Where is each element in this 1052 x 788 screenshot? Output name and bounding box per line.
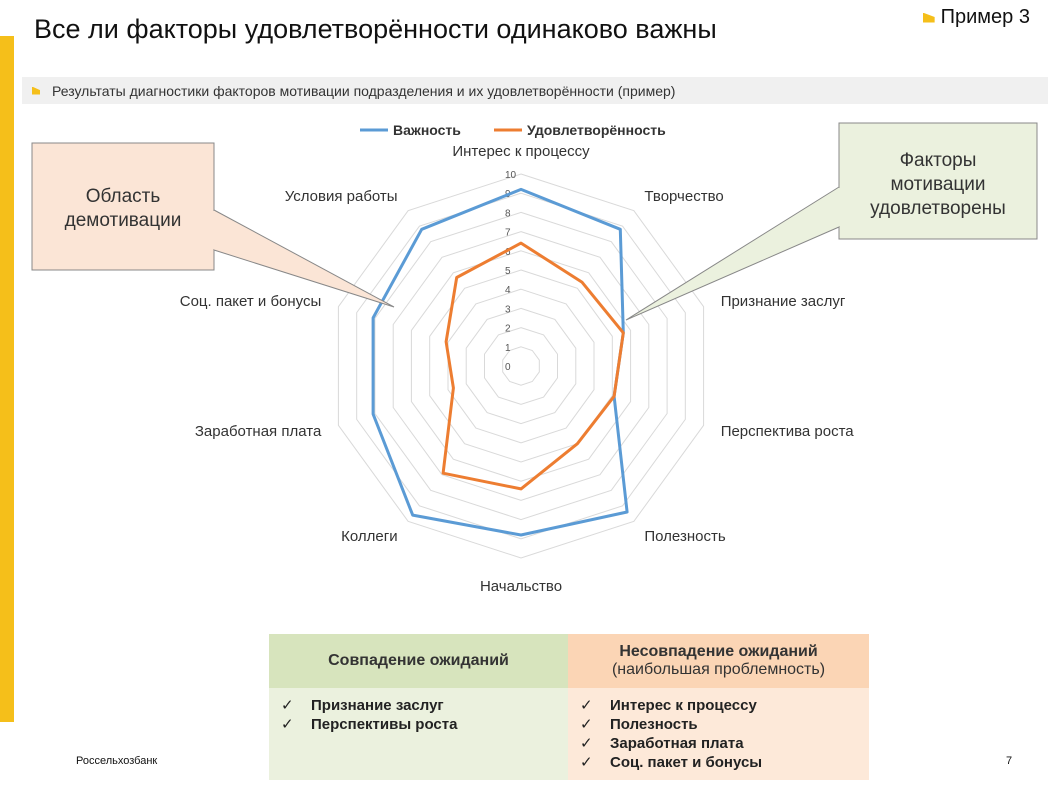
- tick-label: 4: [505, 285, 511, 296]
- tick-label: 1: [505, 343, 511, 354]
- grid-ring-8: [374, 211, 668, 521]
- category-label: Полезность: [644, 528, 725, 545]
- grid-ring-7: [392, 231, 650, 501]
- category-label: Коллеги: [341, 528, 397, 545]
- tick-label: 6: [505, 247, 511, 258]
- grid-ring-6: [410, 250, 632, 482]
- mismatch-list: ✓ Интерес к процессу ✓ Полезность ✓ Заработна…: [568, 696, 869, 772]
- checkmark-icon: ✓: [281, 697, 294, 714]
- list-item-label: Полезность: [610, 716, 698, 733]
- list-item: ✓ Полезность: [580, 715, 869, 734]
- tick-label: 7: [505, 228, 511, 239]
- grid-ring-3: [465, 307, 577, 425]
- list-item-label: Соц. пакет и бонусы: [610, 754, 763, 771]
- tick-label: 5: [505, 266, 511, 277]
- grid-ring-1: [502, 346, 540, 386]
- mismatch-column: Несовпадение ожиданий (наибольшая пробле…: [568, 634, 869, 780]
- grid-ring-2: [484, 327, 558, 405]
- bullet-marker-icon: [922, 12, 935, 23]
- series-satisfaction-line: [441, 241, 625, 491]
- checkmark-icon: ✓: [580, 735, 593, 752]
- series-importance-line: [371, 187, 629, 537]
- list-item-label: Заработная плата: [610, 735, 744, 752]
- tick-label: 10: [505, 170, 517, 181]
- match-column-header: Совпадение ожиданий: [269, 634, 568, 688]
- callout-pointer-satisfied: [625, 186, 840, 321]
- callout-demotivation-line-2: демотивации: [65, 210, 182, 231]
- subtitle-text: Результаты диагностики факторов мотиваци…: [52, 82, 676, 99]
- legend-label-satisfaction: Удовлетворённость: [527, 122, 666, 138]
- callout-satisfied-line-3: удовлетворены: [870, 198, 1006, 219]
- list-item: ✓ Соц. пакет и бонусы: [580, 753, 869, 772]
- list-item-label: Перспективы роста: [311, 716, 458, 733]
- subtitle-bar: Результаты диагностики факторов мотиваци…: [22, 77, 1048, 104]
- category-label: Соц. пакет и бонусы: [180, 293, 322, 310]
- chart-legend: Важность Удовлетворённость: [360, 122, 666, 138]
- grid-ring-5: [429, 269, 613, 463]
- checkmark-icon: ✓: [580, 716, 593, 733]
- callout-satisfied-line-2: мотивации: [890, 174, 985, 195]
- example-tag-label: Пример 3: [940, 6, 1030, 28]
- list-item-label: Интерес к процессу: [610, 697, 757, 714]
- callout-satisfied: Факторы мотивации удовлетворены: [625, 122, 1038, 321]
- tick-label: 2: [505, 324, 511, 335]
- list-item: ✓ Перспективы роста: [281, 715, 568, 734]
- list-item-label: Признание заслуг: [311, 697, 444, 714]
- list-item: ✓ Заработная плата: [580, 734, 869, 753]
- checkmark-icon: ✓: [580, 697, 593, 714]
- category-label: Условия работы: [285, 188, 398, 205]
- callout-box-demotivation: [31, 142, 215, 271]
- checkmark-icon: ✓: [281, 716, 294, 733]
- category-label: Интерес к процессу: [452, 143, 590, 160]
- legend-label-importance: Важность: [393, 122, 461, 138]
- category-label: Перспектива роста: [721, 423, 855, 440]
- radar-grid: [337, 173, 705, 559]
- example-tag: Пример 3: [922, 6, 1030, 29]
- grid-ring-10: [337, 173, 705, 559]
- checkmark-icon: ✓: [580, 754, 593, 771]
- callout-satisfied-line-1: Факторы: [900, 150, 977, 171]
- accent-bar: [0, 36, 14, 722]
- list-item: ✓ Интерес к процессу: [580, 696, 869, 715]
- tick-label: 3: [505, 304, 511, 315]
- category-label: Заработная плата: [195, 423, 322, 440]
- match-column: Совпадение ожиданий ✓ Признание заслуг ✓ Пе…: [269, 634, 568, 780]
- tick-label: 0: [505, 362, 511, 373]
- category-label: Признание заслуг: [721, 293, 846, 310]
- callout-demotivation: Область демотивации: [31, 142, 395, 308]
- radar-series: [371, 187, 629, 537]
- tick-label: 8: [505, 208, 511, 219]
- category-label: Творчество: [644, 188, 723, 205]
- slide-title: Все ли факторы удовлетворённости одинако…: [34, 14, 717, 44]
- mismatch-column-header: Несовпадение ожиданий (наибольшая пробле…: [568, 634, 869, 688]
- match-list: ✓ Признание заслуг ✓ Перспективы роста: [269, 696, 568, 734]
- category-label: Начальство: [480, 578, 562, 595]
- bullet-marker-icon: [32, 86, 40, 95]
- grid-ring-4: [447, 288, 595, 444]
- grid-ring-9: [356, 192, 686, 540]
- expectations-table: Совпадение ожиданий ✓ Признание заслуг ✓ Пе…: [269, 634, 869, 780]
- callout-pointer-demotivation: [213, 209, 395, 308]
- footer-bank-name: Россельхозбанк: [76, 755, 158, 767]
- page-number: 7: [1006, 755, 1013, 767]
- list-item: ✓ Признание заслуг: [281, 696, 568, 715]
- callout-demotivation-line-1: Область: [86, 186, 161, 207]
